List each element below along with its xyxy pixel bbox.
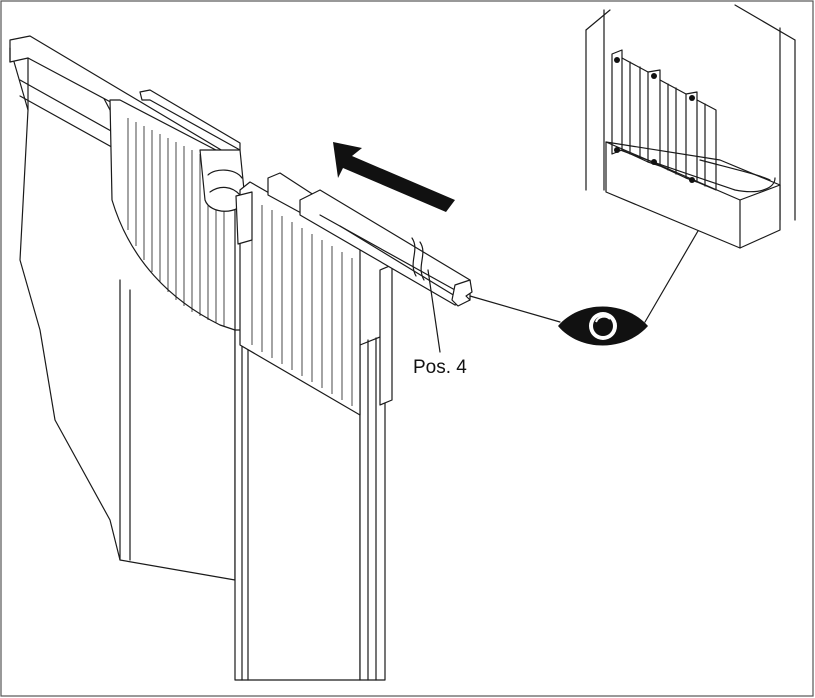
eye-sight-line <box>469 295 561 323</box>
pos4-label: Pos. 4 <box>413 357 467 378</box>
pos4-leader-line <box>427 269 441 353</box>
left-hinge-cap <box>109 89 246 331</box>
right-door-panel <box>234 264 393 681</box>
inset-bathtub-view <box>585 4 796 249</box>
push-direction-arrow <box>333 142 455 212</box>
seal-strip-pos4 <box>299 189 473 307</box>
eye-icon <box>558 306 648 346</box>
